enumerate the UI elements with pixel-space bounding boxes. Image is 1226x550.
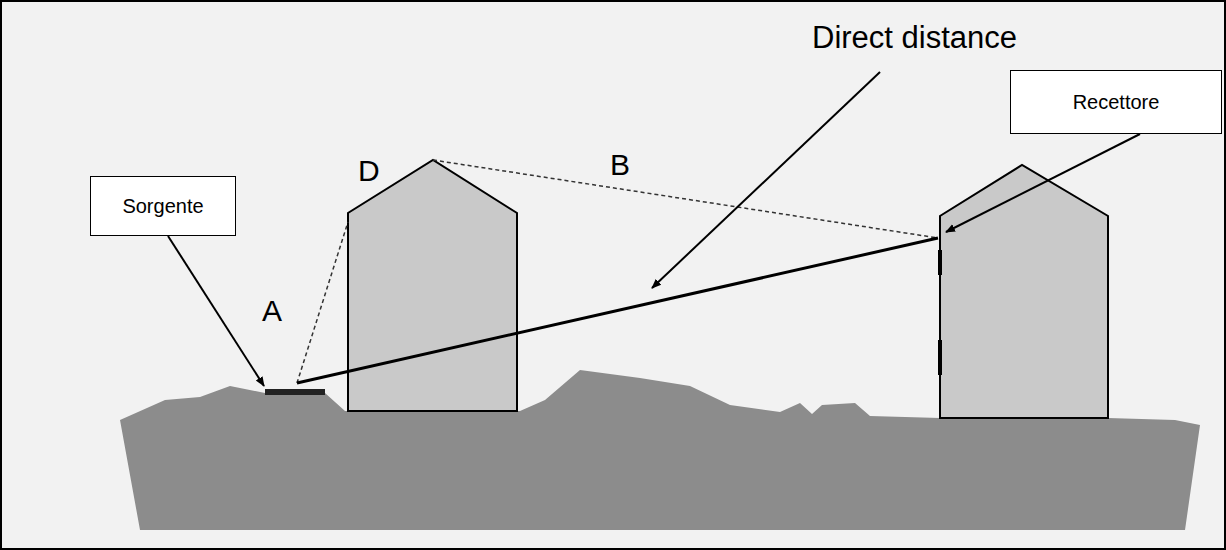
leader-arrow (946, 134, 1140, 232)
building-left (348, 160, 517, 411)
window (938, 340, 942, 375)
callout-box: Recettore (1010, 70, 1222, 134)
callout-text: Sorgente (122, 195, 203, 218)
caption-label: Direct distance (812, 22, 1017, 53)
callout-text: Recettore (1073, 91, 1160, 114)
source-symbol (265, 389, 325, 395)
window (938, 250, 942, 275)
building-right (940, 165, 1108, 418)
path-letter: D (358, 156, 380, 186)
direct-path (297, 238, 938, 383)
callout-box: Sorgente (90, 176, 236, 236)
path-letter: B (610, 150, 630, 180)
path-a (297, 222, 348, 383)
leader-arrow (168, 236, 264, 386)
path-letter: A (262, 296, 282, 326)
path-b (433, 160, 938, 238)
leader-arrow (652, 72, 880, 288)
